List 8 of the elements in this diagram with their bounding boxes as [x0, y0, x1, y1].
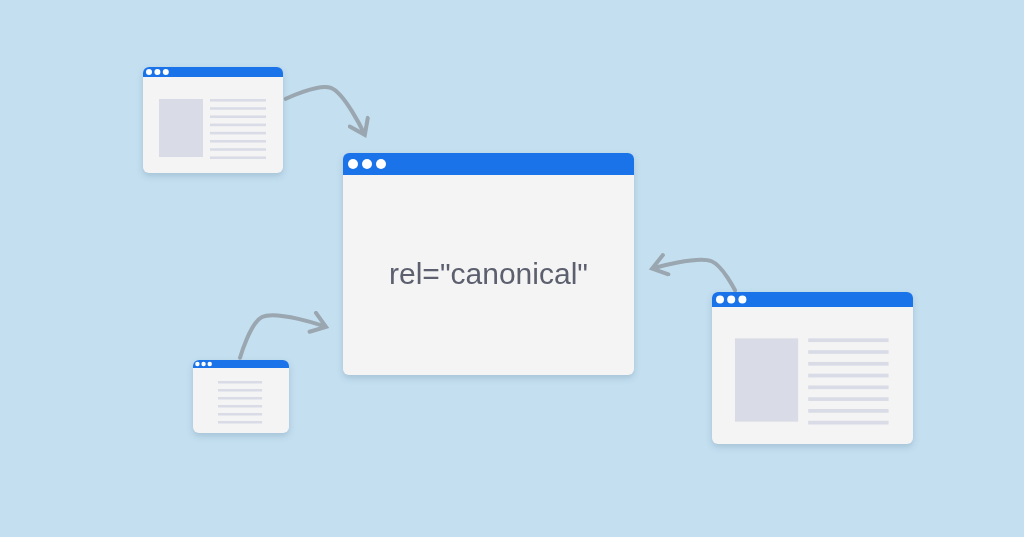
browser-window [143, 67, 283, 173]
curved-arrow [283, 85, 370, 137]
curved-arrow [238, 310, 328, 360]
browser-window [343, 153, 634, 375]
curved-arrow [650, 253, 738, 293]
browser-window [193, 360, 289, 433]
browser-window [712, 292, 913, 444]
code-text: rel="canonical" [388, 257, 589, 291]
